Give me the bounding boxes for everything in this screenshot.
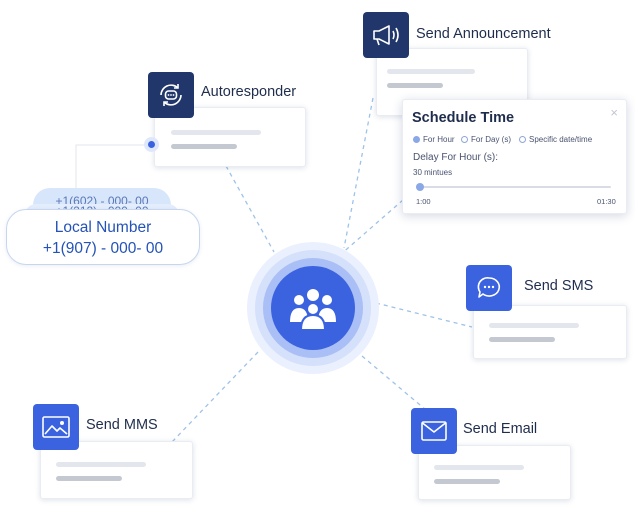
- sms-card[interactable]: [473, 305, 627, 359]
- chat-refresh-icon: [160, 84, 182, 106]
- delay-label: Delay For Hour (s):: [413, 152, 499, 163]
- radio-unselected-icon: [519, 136, 526, 143]
- email-icon-box[interactable]: [411, 408, 457, 454]
- mms-icon-box[interactable]: [33, 404, 79, 450]
- radio-unselected-icon: [461, 136, 468, 143]
- chat-bubble-icon: [477, 277, 501, 298]
- delay-slider-thumb[interactable]: [416, 183, 424, 191]
- slider-max-label: 01:30: [597, 197, 616, 206]
- local-number-title: Local Number: [54, 219, 152, 236]
- radio-for-day[interactable]: For Day (s): [461, 135, 511, 144]
- megaphone-icon: [373, 25, 399, 46]
- delay-value: 30 mintues: [413, 168, 453, 177]
- email-card[interactable]: [418, 445, 571, 500]
- sms-label: Send SMS: [524, 278, 594, 294]
- slider-min-label: 1:00: [416, 197, 431, 206]
- delay-slider-track[interactable]: [419, 186, 611, 188]
- autoresponder-connector-dot: [144, 137, 159, 152]
- schedule-title: Schedule Time: [412, 110, 515, 126]
- radio-specific-date[interactable]: Specific date/time: [519, 135, 592, 144]
- central-hub[interactable]: [247, 242, 379, 374]
- group-icon: [290, 289, 336, 330]
- mms-label: Send MMS: [86, 417, 158, 433]
- schedule-time-panel[interactable]: Schedule Time × For Hour For Day (s) Spe…: [402, 99, 627, 214]
- close-icon[interactable]: ×: [610, 105, 618, 120]
- mms-card[interactable]: [40, 441, 193, 499]
- sms-icon-box[interactable]: [466, 265, 512, 311]
- announcement-label: Send Announcement: [416, 26, 551, 42]
- radio-for-hour[interactable]: For Hour: [413, 135, 455, 144]
- local-number-value: +1(907) - 000- 00: [42, 240, 164, 257]
- local-number-pill[interactable]: Local Number +1(907) - 000- 00: [6, 209, 200, 265]
- autoresponder-icon-box[interactable]: [148, 72, 194, 118]
- radio-selected-icon: [413, 136, 420, 143]
- announcement-icon-box[interactable]: [363, 12, 409, 58]
- image-icon: [42, 416, 70, 438]
- envelope-icon: [421, 421, 447, 441]
- autoresponder-label: Autoresponder: [201, 84, 297, 100]
- email-label: Send Email: [463, 421, 538, 437]
